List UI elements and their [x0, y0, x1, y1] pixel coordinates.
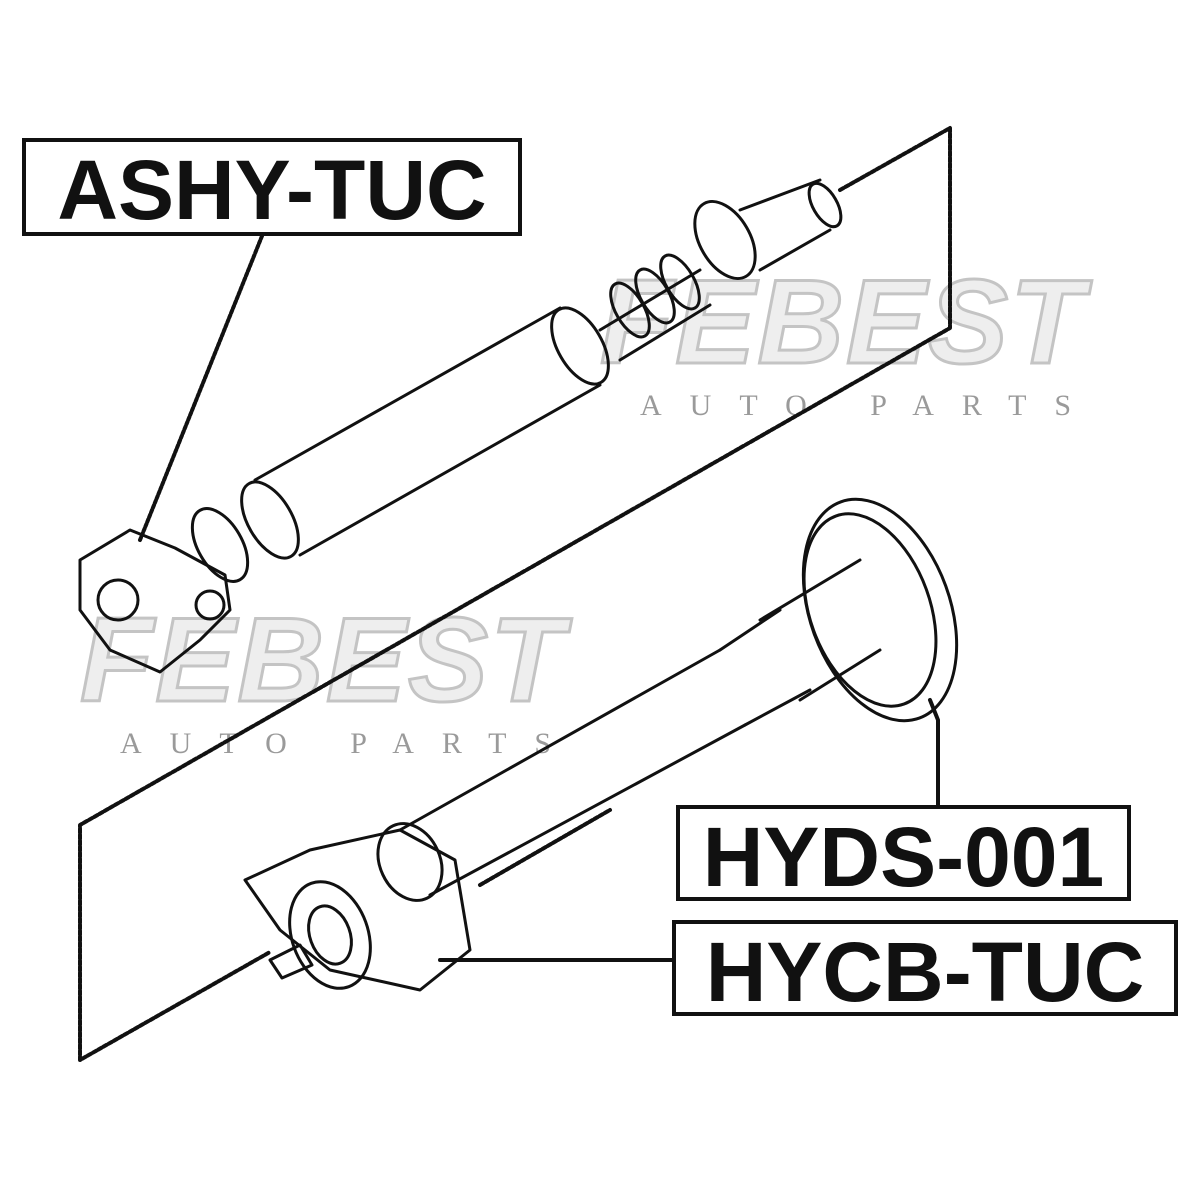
frame-bottom: [478, 808, 612, 887]
center-bearing: [243, 828, 472, 992]
part-label-ashy-tuc: ASHY-TUC: [22, 138, 522, 236]
watermark-brand: FEBEST: [78, 593, 566, 727]
watermark-tagline: AUTO PARTS: [120, 727, 580, 760]
upper-driveshaft: [78, 178, 843, 674]
watermark-tagline: AUTO PARTS: [640, 389, 1100, 422]
part-label-hyds-001: HYDS-001: [676, 805, 1131, 901]
part-label-hycb-tuc: HYCB-TUC: [672, 920, 1178, 1016]
frame-outline: [78, 126, 952, 1062]
lower-driveshaft: [243, 497, 959, 992]
flange-yoke: [78, 528, 232, 674]
leader-ashy: [138, 234, 264, 542]
